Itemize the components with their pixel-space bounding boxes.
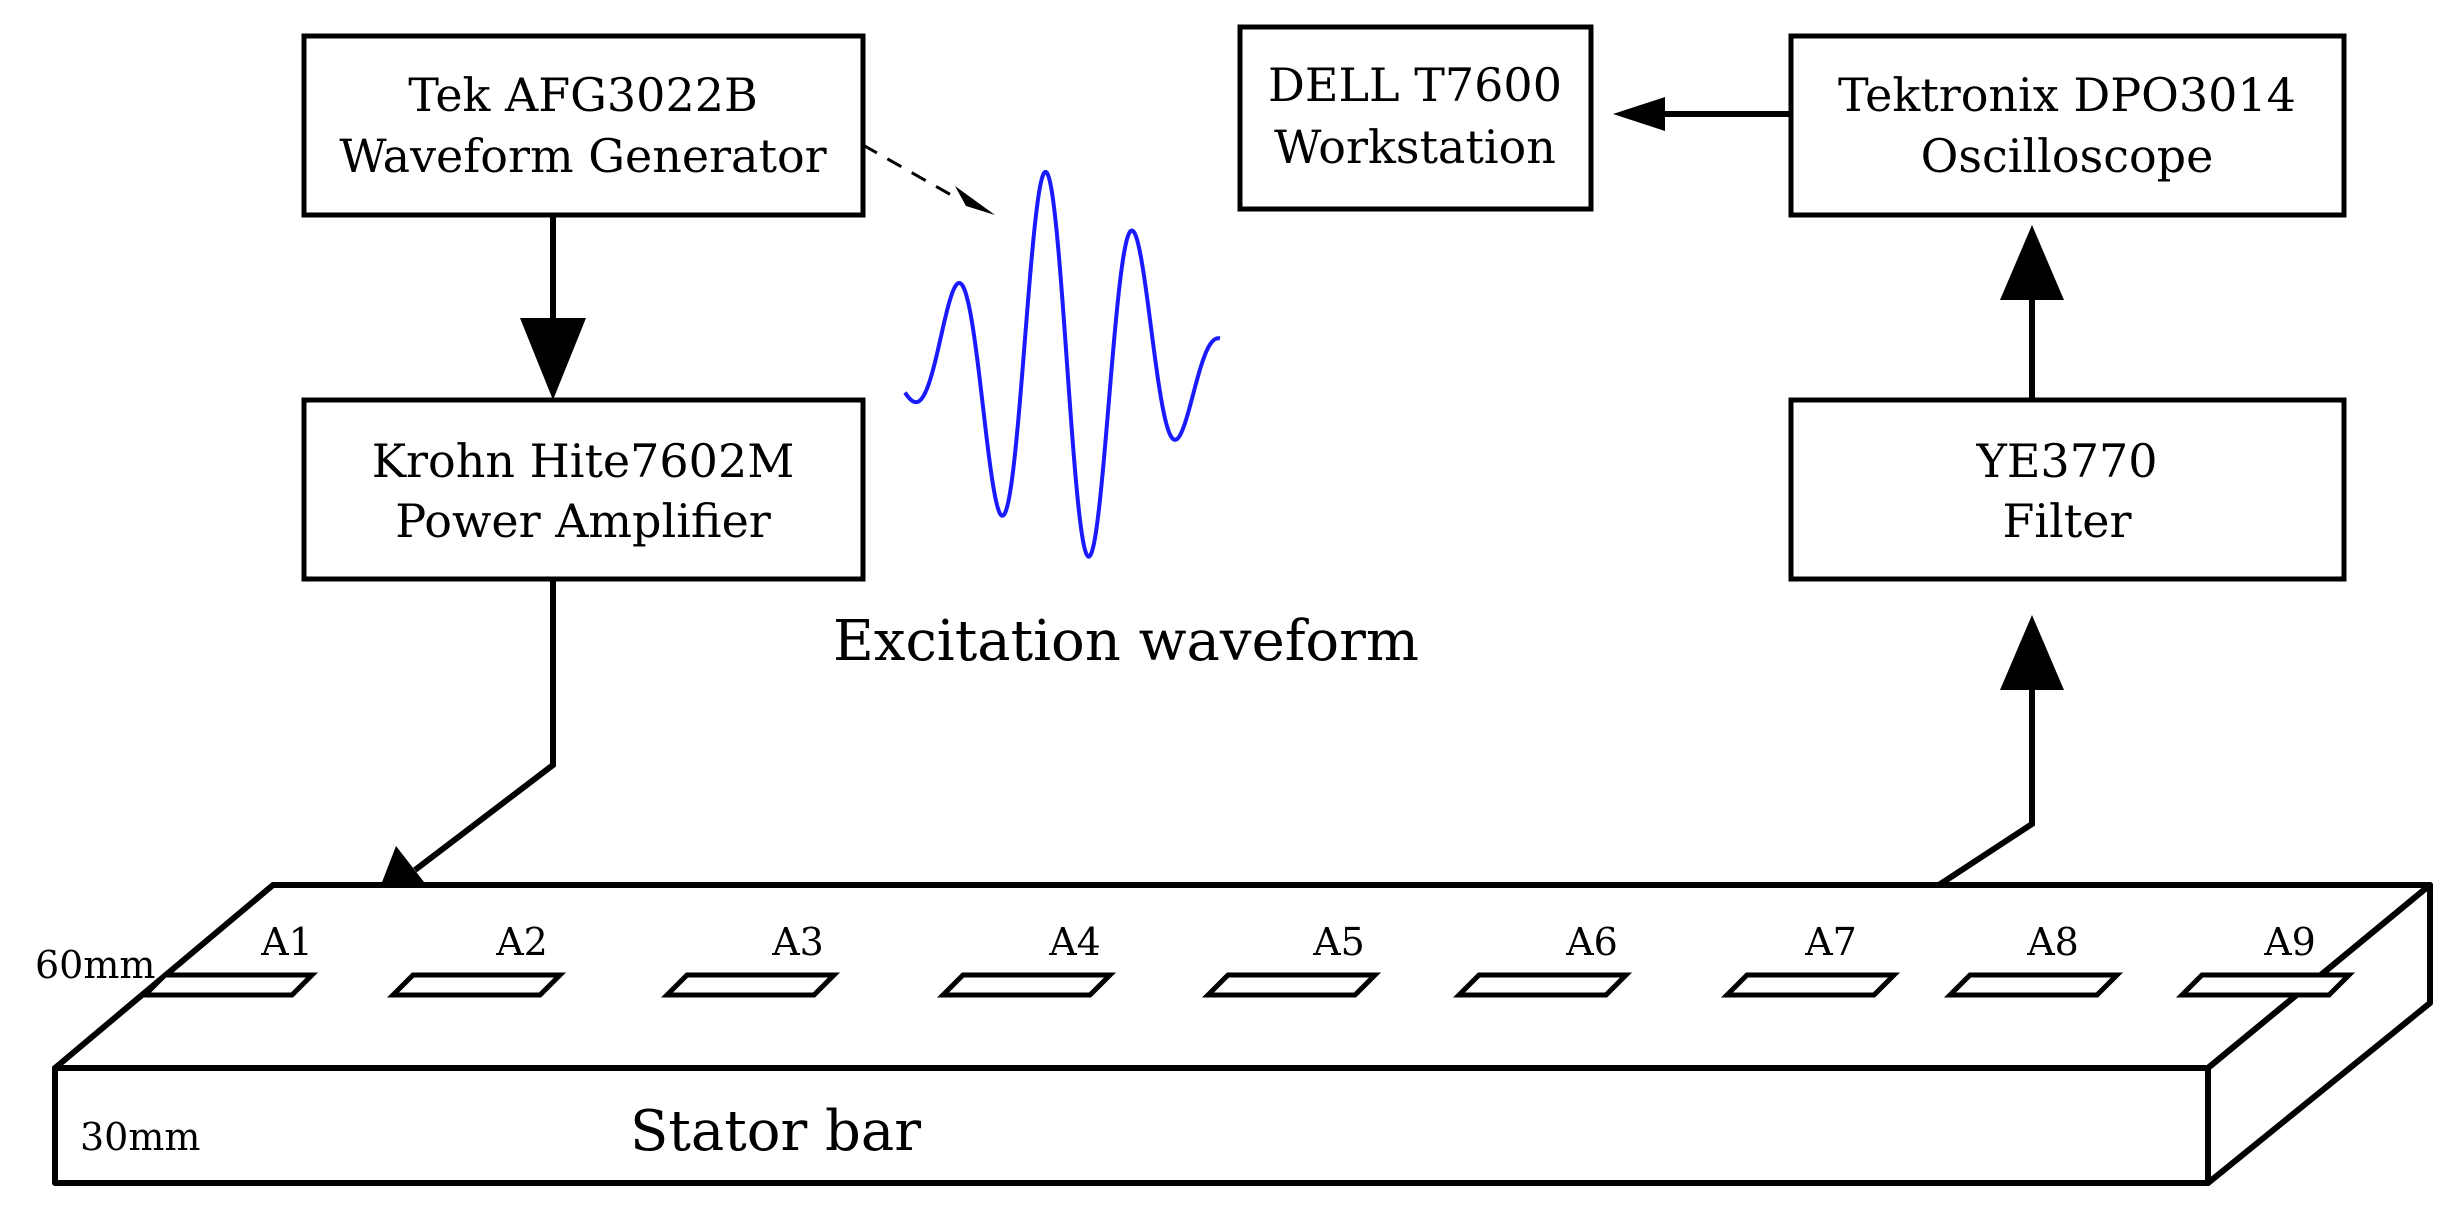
sensor-label-a8: A8 bbox=[2026, 920, 2079, 964]
filter-box: YE3770 Filter bbox=[1788, 397, 2347, 582]
waveform-generator-name: Tek AFG3022B bbox=[408, 68, 758, 122]
stator-height-label: 30mm bbox=[80, 1115, 200, 1159]
sensor-pad-a6 bbox=[1452, 972, 1633, 998]
sensor-pad-a7 bbox=[1720, 972, 1901, 998]
sensor-pad-a5 bbox=[1201, 972, 1382, 998]
power-amplifier-name: Krohn Hite7602M bbox=[372, 434, 795, 488]
excitation-waveform-trace bbox=[903, 170, 1221, 559]
sensor-label-a4: A4 bbox=[1048, 920, 1101, 964]
sensor-pad-a8 bbox=[1943, 972, 2124, 998]
workstation-name: DELL T7600 bbox=[1268, 58, 1562, 112]
sensor-label-a3: A3 bbox=[771, 920, 824, 964]
power-amplifier-box: Krohn Hite7602M Power Amplifier bbox=[301, 397, 866, 582]
filter-type: Filter bbox=[2002, 494, 2131, 548]
filter-to-oscilloscope-arrow bbox=[2000, 225, 2064, 400]
oscilloscope-to-workstation-arrow bbox=[1613, 97, 1791, 131]
filter-name: YE3770 bbox=[1975, 434, 2157, 488]
sensor-label-a9: A9 bbox=[2263, 920, 2316, 964]
sensor-pad-a2 bbox=[386, 972, 567, 998]
workstation-box: DELL T7600 Workstation bbox=[1237, 24, 1594, 212]
excitation-waveform-caption: Excitation waveform bbox=[833, 609, 1419, 674]
amplifier-to-stator-arrow bbox=[367, 579, 556, 921]
sensor-label-a7: A7 bbox=[1804, 920, 1857, 964]
oscilloscope-name: Tektronix DPO3014 bbox=[1838, 68, 2296, 122]
oscilloscope-box: Tektronix DPO3014 Oscilloscope bbox=[1788, 33, 2347, 218]
sensor-pad-a9 bbox=[2175, 972, 2356, 998]
stator-bar: Stator bar 60mm 30mm A1 A2 A3 A4 A5 A6 A7 A8 A9 bbox=[35, 882, 2433, 1186]
sensor-pad-a1 bbox=[138, 972, 319, 998]
oscilloscope-type: Oscilloscope bbox=[1921, 129, 2214, 183]
waveform-generator-box: Tek AFG3022B Waveform Generator bbox=[301, 33, 866, 218]
sensor-label-a1: A1 bbox=[260, 920, 313, 964]
generator-to-amplifier-arrow bbox=[520, 215, 586, 400]
sensor-label-a2: A2 bbox=[495, 920, 548, 964]
sensor-pad-a3 bbox=[660, 972, 841, 998]
sensor-array: A1 A2 A3 A4 A5 A6 A7 A8 A9 bbox=[138, 920, 2356, 998]
power-amplifier-type: Power Amplifier bbox=[395, 494, 771, 548]
sensor-label-a6: A6 bbox=[1565, 920, 1618, 964]
generator-to-waveform-dashed-arrow bbox=[862, 143, 995, 215]
sensor-pad-a4 bbox=[936, 972, 1117, 998]
stator-to-filter-arrow bbox=[1891, 615, 2064, 918]
waveform-generator-type: Waveform Generator bbox=[339, 129, 826, 183]
stator-bar-front-face bbox=[52, 1065, 2211, 1186]
stator-width-label: 60mm bbox=[35, 943, 155, 987]
workstation-type: Workstation bbox=[1274, 120, 1556, 174]
excitation-waveform: Excitation waveform bbox=[833, 170, 1419, 674]
stator-bar-title: Stator bar bbox=[630, 1099, 921, 1164]
sensor-label-a5: A5 bbox=[1312, 920, 1365, 964]
